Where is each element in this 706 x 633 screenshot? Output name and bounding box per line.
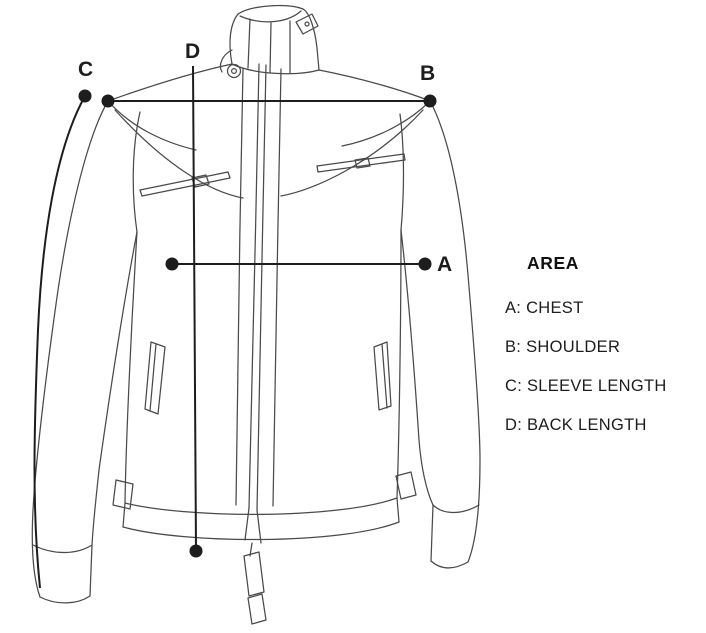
legend-item-sleeve-length: C: SLEEVE LENGTH <box>505 377 667 395</box>
jacket-sketch <box>31 5 481 625</box>
legend-title: AREA <box>527 253 579 273</box>
legend-item-back-length: D: BACK LENGTH <box>505 416 647 434</box>
back-length-measure-line <box>192 65 197 552</box>
measure-endpoint-dots <box>78 89 437 558</box>
marker-label-a: A <box>437 253 453 276</box>
marker-label-c: C <box>78 58 94 81</box>
legend-item-shoulder: B: SHOULDER <box>505 338 621 356</box>
measurement-legend: AREA A: CHEST B: SHOULDER C: SLEEVE LENG… <box>505 253 667 455</box>
legend-item-chest: A: CHEST <box>505 299 584 317</box>
marker-label-d: D <box>185 40 201 63</box>
marker-label-b: B <box>420 62 436 85</box>
sleeve-length-measure-line <box>33 95 86 589</box>
